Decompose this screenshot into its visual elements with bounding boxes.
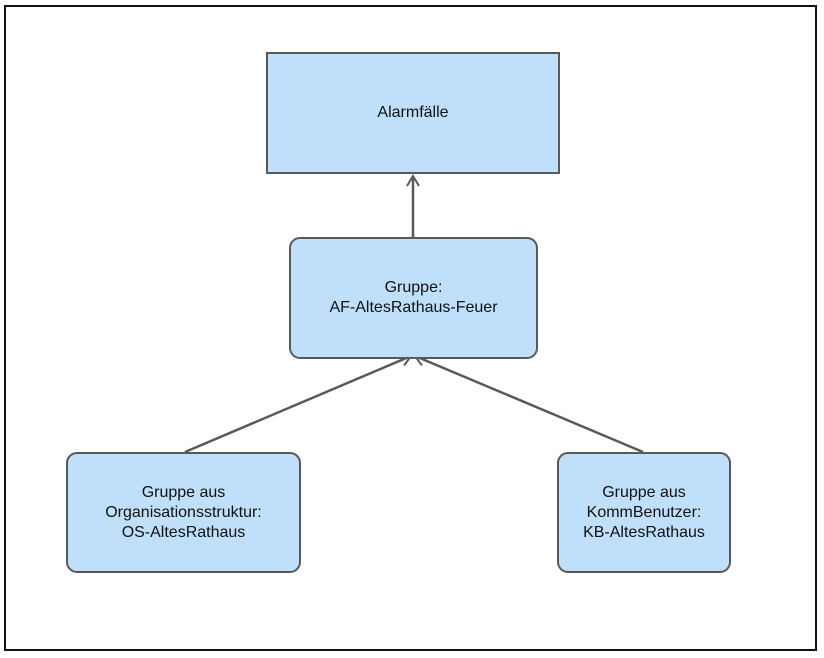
node-alarmfaelle: Alarmfälle: [266, 52, 560, 174]
node-gruppe-kb: Gruppe aus KommBenutzer: KB-AltesRathaus: [557, 452, 731, 573]
node-gruppe-kb-line-3: KB-AltesRathaus: [583, 523, 705, 541]
node-gruppe-os-line-1: Gruppe aus: [141, 483, 226, 501]
node-gruppe-feuer-line-2: AF-AltesRathaus-Feuer: [329, 299, 498, 316]
node-gruppe-feuer-line-1: Gruppe:: [384, 279, 443, 296]
node-gruppe-os: Gruppe aus Organisationsstruktur: OS-Alt…: [66, 452, 301, 573]
node-gruppe-feuer: Gruppe: AF-AltesRathaus-Feuer: [289, 237, 538, 359]
node-alarmfaelle-label: Alarmfälle: [377, 104, 449, 121]
node-gruppe-kb-line-1: Gruppe aus: [602, 483, 686, 501]
node-gruppe-kb-line-2: KommBenutzer:: [586, 503, 702, 521]
node-gruppe-os-line-2: Organisationsstruktur:: [105, 503, 262, 521]
node-gruppe-os-line-3: OS-AltesRathaus: [121, 523, 246, 541]
